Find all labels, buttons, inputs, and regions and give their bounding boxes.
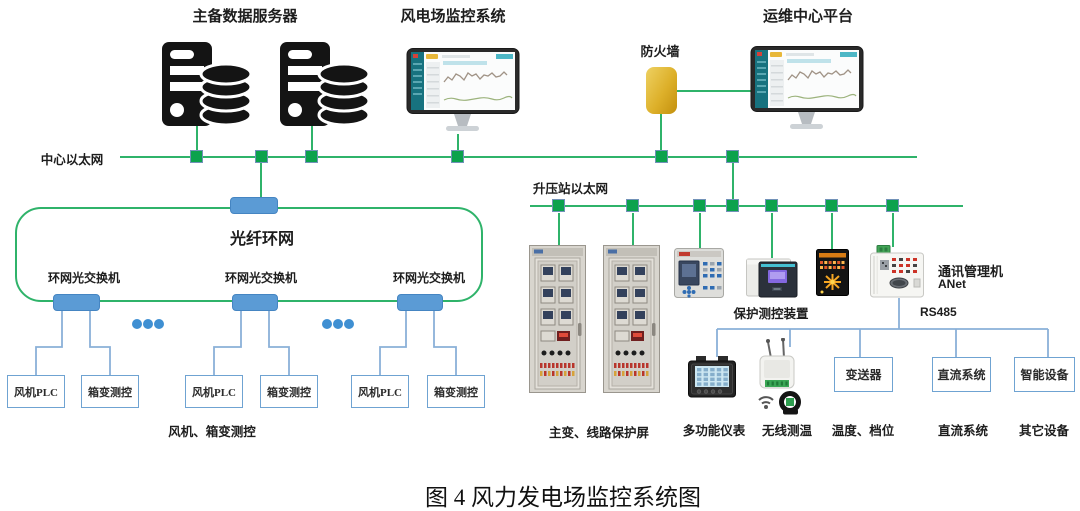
ellipsis-dot xyxy=(132,319,142,329)
ethernet-node xyxy=(886,199,899,212)
protection-devices-label: 保护测控装置 xyxy=(733,307,809,321)
wireless-temp-icon xyxy=(758,338,801,415)
turbine-plc-box: 风机PLC xyxy=(351,375,409,408)
protection-device-icon xyxy=(746,258,798,298)
ring-switch xyxy=(230,197,278,214)
turbine-plc-box: 风机PLC xyxy=(7,375,65,408)
panel-meter-icon xyxy=(688,356,736,398)
temp-tap-label: 温度、档位 xyxy=(831,424,895,438)
ethernet-node xyxy=(626,199,639,212)
servers-label: 主备数据服务器 xyxy=(192,9,298,25)
turbine-group-label: 风机、箱变测控 xyxy=(168,425,256,439)
ring-switch-label: 环网光交换机 xyxy=(392,271,465,285)
backup-server-icon xyxy=(280,42,370,127)
ethernet-node xyxy=(552,199,565,212)
firewall-icon xyxy=(646,67,677,114)
ethernet-node xyxy=(693,199,706,212)
ops-platform-label: 运维中心平台 xyxy=(762,9,853,25)
comm-manager-model: ANet xyxy=(938,277,967,291)
transmitter-box: 变送器 xyxy=(834,357,893,392)
scada-label: 风电场监控系统 xyxy=(400,9,506,25)
ring-switch xyxy=(397,294,443,311)
ellipsis-dot xyxy=(322,319,332,329)
ethernet-node xyxy=(451,150,464,163)
ellipsis-dot xyxy=(154,319,164,329)
ethernet-node xyxy=(305,150,318,163)
protection-cabinet-icon xyxy=(603,245,660,393)
box-transformer-box: 箱变测控 xyxy=(427,375,485,408)
ellipsis-dot xyxy=(333,319,343,329)
ethernet-node xyxy=(765,199,778,212)
primary-server-icon xyxy=(162,42,252,127)
ethernet-node xyxy=(726,150,739,163)
turbine-plc-box: 风机PLC xyxy=(185,375,243,408)
booster-ethernet-label: 升压站以太网 xyxy=(533,182,609,196)
sensor-icon xyxy=(779,391,801,415)
ethernet-lines xyxy=(120,90,963,258)
firewall-label: 防火墙 xyxy=(640,44,680,59)
ellipsis-dot xyxy=(143,319,153,329)
ethernet-node xyxy=(655,150,668,163)
ellipsis-dot xyxy=(344,319,354,329)
ops-monitor-icon xyxy=(750,46,864,129)
ring-switch xyxy=(53,294,100,311)
ring-switch-label: 环网光交换机 xyxy=(47,271,120,285)
comm-manager-label: 通讯管理机 xyxy=(938,264,1004,279)
fiber-ring-outline xyxy=(15,207,483,302)
dc-system-label: 直流系统 xyxy=(937,424,988,438)
ring-switch-label: 环网光交换机 xyxy=(224,271,297,285)
anet-gateway-icon xyxy=(870,245,924,298)
wireless-temp-label: 无线测温 xyxy=(761,424,812,438)
scada-monitor-icon xyxy=(406,48,520,131)
smart-device-box: 智能设备 xyxy=(1014,357,1075,392)
other-devices-label: 其它设备 xyxy=(1018,424,1069,438)
protection-panels-label: 主变、线路保护屏 xyxy=(548,426,649,440)
measuring-device-icon xyxy=(816,249,849,296)
fiber-ring-label: 光纤环网 xyxy=(229,231,294,248)
ethernet-node xyxy=(255,150,268,163)
wifi-icon xyxy=(758,396,774,409)
field-bus-lines xyxy=(35,298,1049,376)
central-ethernet-label: 中心以太网 xyxy=(40,153,104,167)
box-transformer-box: 箱变测控 xyxy=(81,375,139,408)
dc-system-box: 直流系统 xyxy=(932,357,991,392)
ring-switch xyxy=(232,294,278,311)
box-transformer-box: 箱变测控 xyxy=(260,375,318,408)
rs485-label: RS485 xyxy=(920,305,957,319)
ethernet-node xyxy=(825,199,838,212)
multifunction-meter-label: 多功能仪表 xyxy=(682,424,746,438)
protection-cabinet-icon xyxy=(529,245,586,393)
ethernet-node xyxy=(190,150,203,163)
figure-caption: 图 4 风力发电场监控系统图 xyxy=(425,485,701,510)
protection-relay-icon xyxy=(674,248,724,298)
ethernet-node xyxy=(726,199,739,212)
